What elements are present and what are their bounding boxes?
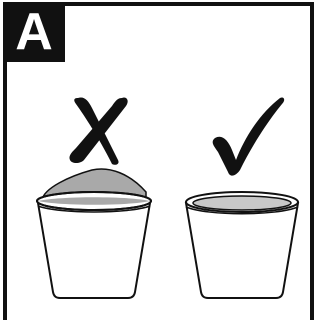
correct-bowl — [186, 192, 298, 298]
overfilled-bowl — [37, 169, 151, 298]
check-mark-icon — [213, 97, 285, 175]
cross-mark-icon — [69, 97, 127, 164]
level-contents — [193, 196, 291, 210]
